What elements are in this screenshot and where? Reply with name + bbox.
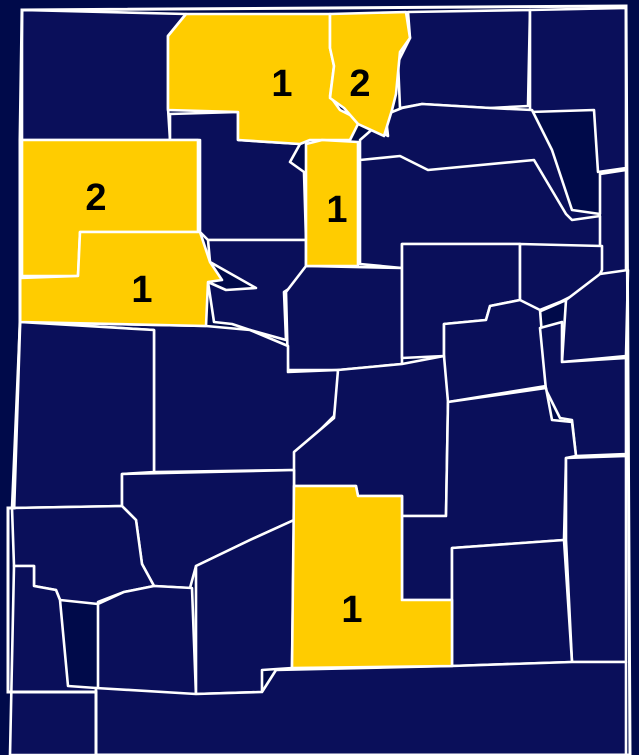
county-highlight-north-2	[328, 10, 412, 138]
count-label-northwest-2: 2	[85, 177, 106, 219]
state-outline	[6, 4, 632, 755]
county-south-east	[450, 538, 574, 668]
county-bottom	[94, 660, 628, 755]
count-label-center-strip: 1	[326, 189, 347, 231]
county-highlight-west-1	[18, 230, 224, 328]
county-south-west-4	[96, 584, 198, 698]
county-far-east-3	[538, 320, 628, 458]
count-labels: 1 2 1 2 1 1	[85, 63, 370, 631]
county-southwest-3	[8, 564, 98, 755]
county-ne-top	[396, 8, 532, 110]
base-counties	[8, 6, 630, 755]
count-label-north-2: 2	[349, 63, 370, 105]
county-nw-top	[20, 8, 188, 142]
county-highlight-south-1	[290, 484, 454, 670]
count-label-south-1: 1	[341, 589, 362, 631]
county-far-east-4	[564, 454, 628, 664]
highlighted-counties	[18, 10, 454, 670]
count-label-north-1: 1	[271, 63, 292, 105]
county-center-core	[284, 264, 404, 372]
count-label-west-1: 1	[131, 269, 152, 311]
county-highlight-center-strip	[304, 138, 360, 268]
